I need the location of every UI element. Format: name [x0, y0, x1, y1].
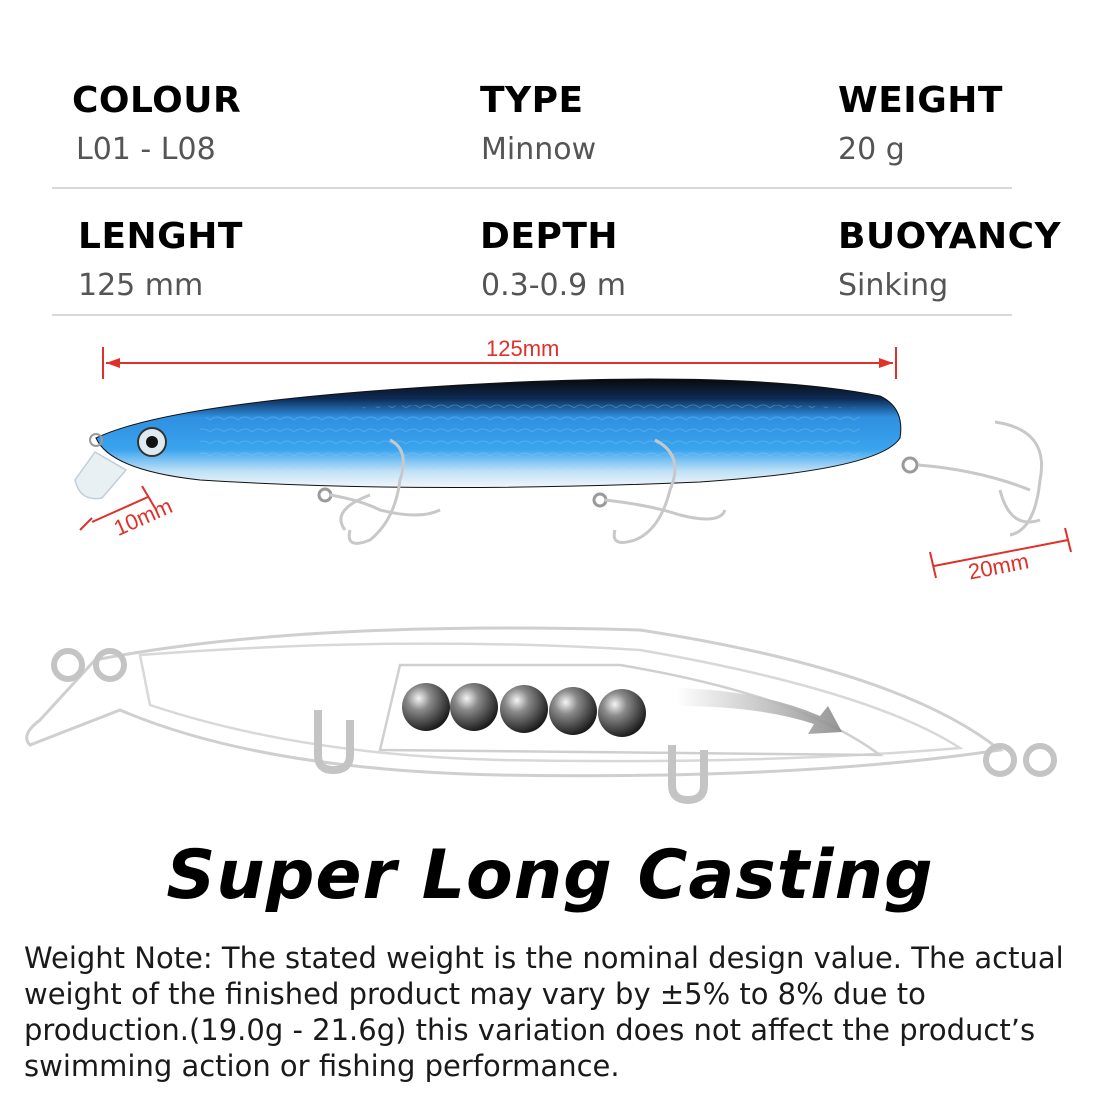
weight-balls — [402, 683, 646, 737]
spec-buoyancy-value: Sinking — [838, 268, 949, 303]
weight-ball — [549, 687, 597, 735]
lure-illustration — [74, 347, 1072, 579]
headline: Super Long Casting — [166, 836, 934, 915]
weight-shift-arrow — [676, 688, 842, 734]
weight-ball — [500, 685, 548, 733]
spec-depth-label: DEPTH — [480, 216, 619, 257]
spec-divider-top — [52, 187, 1012, 189]
weight-ball — [402, 683, 450, 731]
spec-buoyancy-label: BUOYANCY — [838, 216, 1062, 257]
spec-depth-value: 0.3-0.9 m — [481, 268, 627, 303]
spec-weight-label: WEIGHT — [838, 80, 1003, 121]
lure-lip — [74, 451, 128, 500]
belly-hanger-rear — [668, 745, 708, 805]
spec-weight-value: 20 g — [838, 132, 905, 167]
spec-colour-value: L01 - L08 — [76, 132, 216, 167]
weight-transfer-diagram — [25, 626, 1057, 805]
dimension-body-length — [102, 347, 897, 379]
nose-ring-icon — [51, 648, 127, 682]
weight-ball — [450, 683, 498, 731]
weight-note: Weight Note: The stated weight is the no… — [24, 941, 1064, 1083]
spec-length-label: LENGHT — [78, 216, 243, 257]
tail-ring-icon — [983, 743, 1057, 777]
belly-hanger-front — [314, 710, 354, 775]
dimension-hook-length — [929, 527, 1072, 579]
spec-type-value: Minnow — [481, 132, 597, 167]
spec-type-label: TYPE — [480, 80, 584, 121]
spec-divider-bottom — [52, 314, 1012, 316]
spec-length-value: 125 mm — [78, 268, 204, 303]
spec-colour-label: COLOUR — [72, 80, 242, 121]
line-tie-ring — [89, 433, 103, 447]
dimension-body-label: 125mm — [486, 336, 560, 361]
tail-hook — [901, 420, 1043, 537]
weight-ball — [598, 689, 646, 737]
belly-hook-rear — [592, 438, 727, 544]
belly-hook-front — [317, 438, 441, 545]
dimension-lip-length — [79, 485, 156, 531]
lure-outline — [25, 626, 1004, 778]
